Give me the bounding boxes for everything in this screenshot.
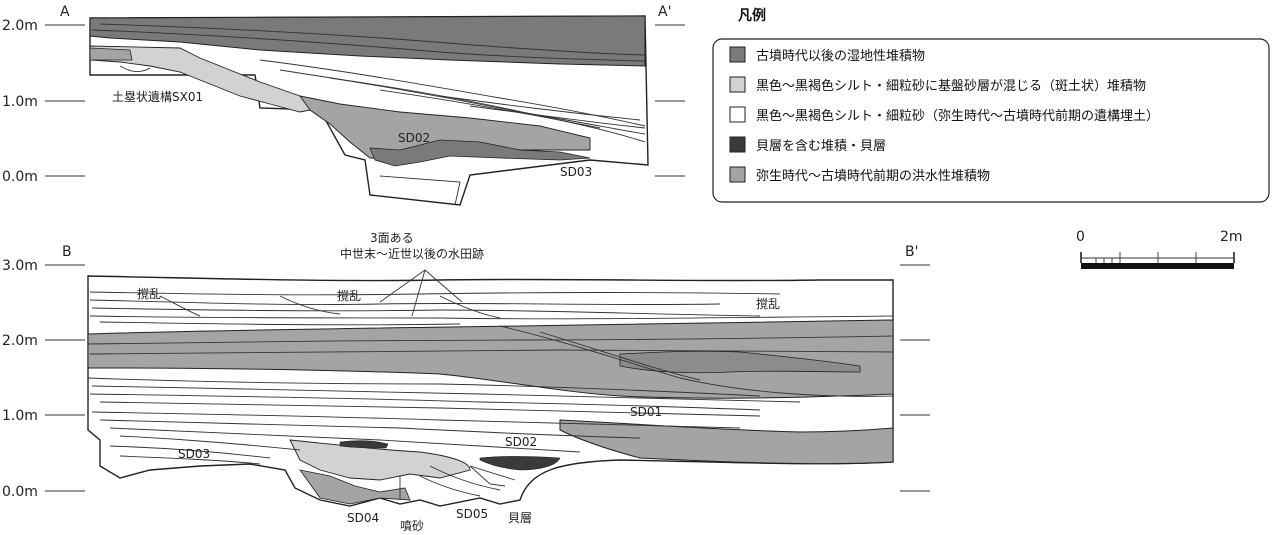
section-b-label-kaiso: 貝層 bbox=[508, 511, 532, 525]
section-a-wetland-layer bbox=[89, 15, 646, 67]
section-a-scale-1m: 1.0m bbox=[2, 94, 38, 110]
section-a-scale-0m: 0.0m bbox=[2, 169, 38, 185]
legend-item-feature-fill: 黒色〜黒褐色シルト・細粒砂（弥生時代〜古墳時代前期の遺構埋土） bbox=[729, 106, 1159, 124]
legend-item-label: 古墳時代以後の湿地性堆積物 bbox=[756, 49, 925, 64]
section-b-label-sd03: SD03 bbox=[178, 447, 210, 461]
section-b-scale-0m: 0.0m bbox=[2, 484, 38, 500]
legend-swatch bbox=[729, 166, 746, 183]
legend-item-wetland: 古墳時代以後の湿地性堆積物 bbox=[729, 46, 925, 64]
section-a: 2.0m 1.0m 0.0m A A' 土塁状遺構SX0 bbox=[2, 4, 685, 206]
section-b-label-funsa: 噴砂 bbox=[400, 519, 424, 533]
legend-frame bbox=[712, 38, 1270, 203]
legend-swatch bbox=[729, 76, 746, 93]
legend-swatch bbox=[729, 136, 746, 153]
section-a-left-mark: A bbox=[60, 4, 70, 20]
section-b-left-mark: B bbox=[62, 244, 72, 260]
section-b-label-disturb-2: 撹乱 bbox=[337, 289, 361, 303]
section-b-scale-1m: 1.0m bbox=[2, 408, 38, 424]
section-b-shell-layer-1 bbox=[339, 440, 389, 449]
legend-swatch bbox=[729, 46, 746, 63]
legend-item-shell-layer: 貝層を含む堆積・貝層 bbox=[729, 136, 886, 154]
section-b-label-sd02: SD02 bbox=[505, 435, 537, 449]
section-b-label-sd04: SD04 bbox=[347, 511, 379, 525]
legend-item-label: 黒色〜黒褐色シルト・細粒砂（弥生時代〜古墳時代前期の遺構埋土） bbox=[756, 108, 1159, 124]
section-b-flood-layer-lower bbox=[559, 419, 894, 465]
section-b-scale-3m: 3.0m bbox=[2, 258, 38, 274]
legend-title: 凡例 bbox=[738, 7, 766, 24]
legend-item-label: 弥生時代〜古墳時代前期の洪水性堆積物 bbox=[756, 168, 990, 184]
section-b-label-disturb-1: 撹乱 bbox=[137, 287, 161, 301]
section-b-label-disturb-3: 撹乱 bbox=[756, 297, 780, 311]
section-b-annotation-line1: 3面ある bbox=[370, 231, 414, 245]
legend-item-flood: 弥生時代〜古墳時代前期の洪水性堆積物 bbox=[729, 166, 990, 184]
section-a-label-sx01: 土塁状遺構SX01 bbox=[112, 89, 203, 104]
scale-bar: 0 2m bbox=[1076, 229, 1243, 269]
legend: 凡例 古墳時代以後の湿地性堆積物 黒色〜黒褐色シルト・細粒砂に基盤砂層が混じる（… bbox=[712, 7, 1270, 203]
section-b-label-sd01: SD01 bbox=[630, 405, 662, 419]
section-b-shell-layer-2 bbox=[479, 456, 561, 471]
section-b-mottled-layer bbox=[289, 439, 471, 481]
section-a-mottled-layer bbox=[89, 45, 322, 113]
section-a-right-mark: A' bbox=[658, 4, 671, 20]
section-a-scale-2m: 2.0m bbox=[2, 18, 38, 34]
legend-swatch bbox=[729, 106, 746, 123]
section-b-label-sd05: SD05 bbox=[456, 507, 488, 521]
section-a-label-sd02: SD02 bbox=[398, 131, 430, 145]
section-b-flood-layer-upper bbox=[87, 319, 894, 399]
section-b-scale-2m: 2.0m bbox=[2, 333, 38, 349]
legend-item-label: 黒色〜黒褐色シルト・細粒砂に基盤砂層が混じる（斑土状）堆積物 bbox=[756, 78, 1146, 94]
scale-bar-min-label: 0 bbox=[1076, 229, 1085, 245]
section-b-annotation-line2: 中世末〜近世以後の水田跡 bbox=[340, 246, 484, 261]
legend-item-label: 貝層を含む堆積・貝層 bbox=[756, 138, 886, 154]
section-b: 3.0m 2.0m 1.0m 0.0m B B' bbox=[2, 231, 930, 533]
section-b-right-mark: B' bbox=[905, 244, 918, 260]
section-a-label-sd03: SD03 bbox=[560, 165, 592, 179]
legend-item-mottled: 黒色〜黒褐色シルト・細粒砂に基盤砂層が混じる（斑土状）堆積物 bbox=[729, 76, 1146, 94]
scale-bar-max-label: 2m bbox=[1220, 229, 1243, 245]
